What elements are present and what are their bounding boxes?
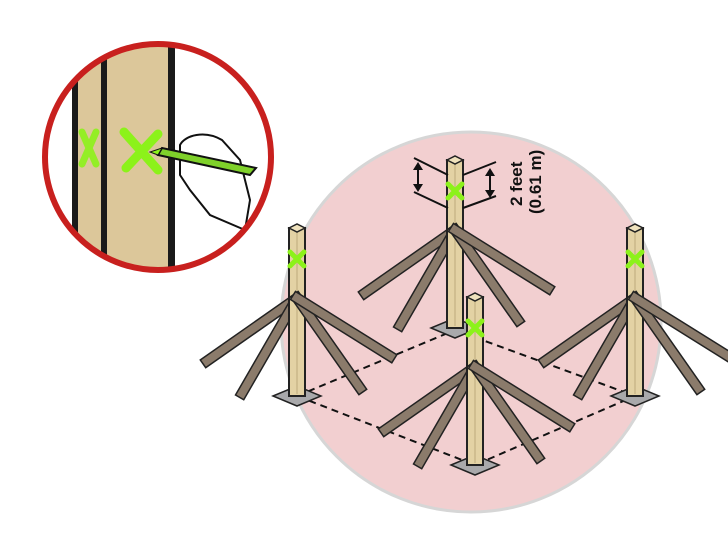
inset-border	[42, 41, 274, 273]
green-mark-icon	[119, 127, 163, 175]
arrow-heads	[413, 162, 495, 198]
measurement-label-feet: 2 feet	[507, 161, 526, 206]
measurement-label-meters: (0.61 m)	[526, 150, 545, 214]
green-mark-icon	[78, 128, 100, 168]
inset-detail	[42, 41, 274, 273]
